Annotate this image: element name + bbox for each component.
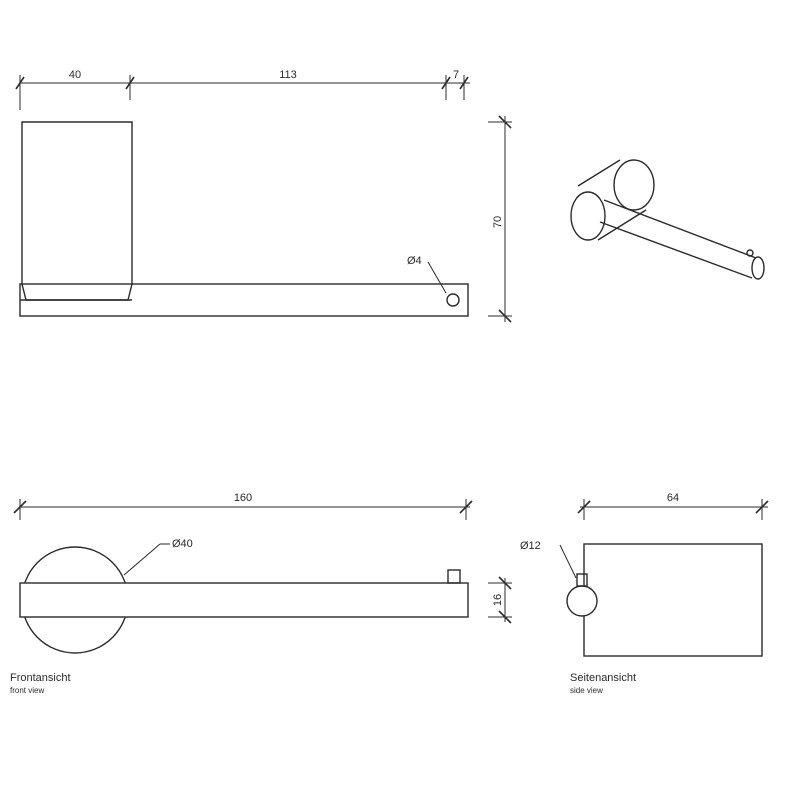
holder-bar [19,582,469,618]
dim-hole: Ø4 [407,255,422,267]
top-view: 40 113 7 Ø4 70 [15,69,512,323]
side-view-label-en: side view [570,686,603,695]
rosette-leader [123,543,161,576]
hole-marker [446,293,460,307]
dim-tip: 7 [453,69,459,81]
front-view: 160 Ø40 16 Frontansicht front view [10,492,512,695]
dim-rosette: Ø40 [172,538,193,550]
bar-pin [576,573,588,587]
perspective-view [570,159,765,280]
wall-mount-block [21,121,133,301]
front-view-label-en: front view [10,686,44,695]
side-view: 64 Ø12 Seitenansicht side view [520,492,769,695]
bar-end-cap [447,569,461,584]
side-plate [583,543,763,657]
arm-tip [751,256,765,280]
perspective-arm [603,199,757,259]
dim-bar-height: 16 [492,594,504,606]
dim-total-length: 160 [234,492,252,504]
bar-leader [559,544,577,579]
front-view-label: Frontansicht [10,672,71,684]
dim-height: 70 [492,216,504,228]
side-view-label: Seitenansicht [570,672,636,684]
hole-leader [427,261,447,294]
dim-arm-length: 113 [279,69,297,81]
dim-depth: 64 [667,492,679,504]
dim-bar: Ø12 [520,540,541,552]
bar-cross-section [566,585,598,617]
mount-cylinder [613,159,655,211]
dim-cup-width: 40 [69,69,81,81]
rosette-ellipse [570,191,606,241]
